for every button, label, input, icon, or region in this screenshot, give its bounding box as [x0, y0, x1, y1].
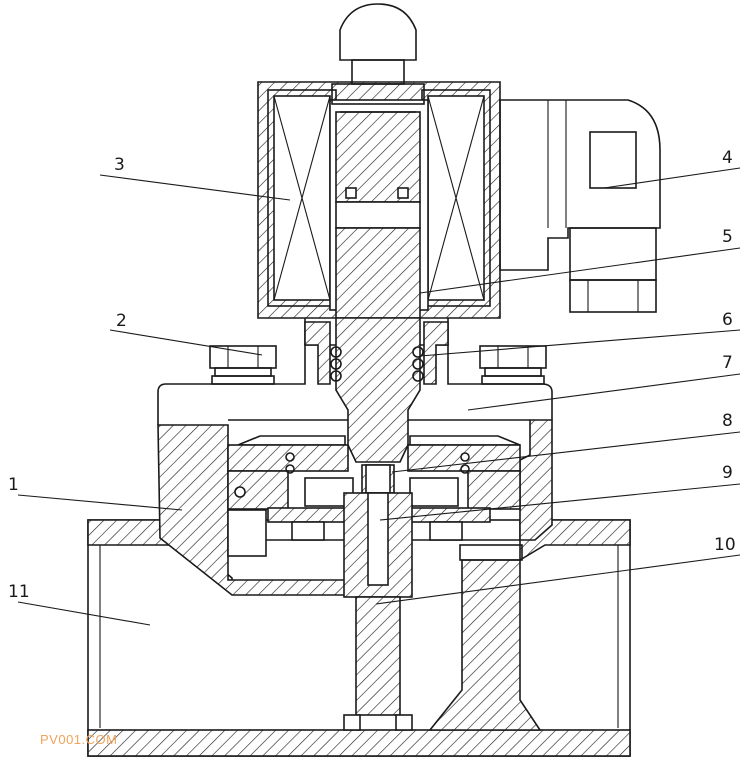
callout-4: 4	[722, 148, 733, 168]
callout-5: 5	[722, 227, 733, 247]
callout-3: 3	[114, 155, 125, 175]
bolt-right	[479, 345, 547, 385]
callout-10: 10	[714, 535, 736, 555]
callout-11: 11	[8, 582, 30, 602]
callout-2: 2	[116, 311, 127, 331]
junction-box	[499, 99, 661, 313]
sleeve-spring	[304, 318, 449, 385]
callout-9: 9	[722, 463, 733, 483]
callout-1: 1	[8, 475, 19, 495]
coil-cap	[331, 3, 425, 105]
callout-8: 8	[722, 411, 733, 431]
pilot-stem	[343, 492, 413, 731]
diaphragm-assembly	[227, 435, 521, 557]
callout-7: 7	[722, 353, 733, 373]
pipe-body	[87, 519, 631, 757]
plunger	[335, 111, 421, 463]
watermark-text: PV001.COM	[40, 732, 117, 747]
valve-seat	[428, 544, 542, 731]
bolt-left	[209, 345, 277, 385]
callout-labels: 3 4 5 2 6 7 8 9 10 1 11	[8, 148, 736, 602]
leader-lines	[17, 167, 741, 626]
callout-6: 6	[722, 310, 733, 330]
